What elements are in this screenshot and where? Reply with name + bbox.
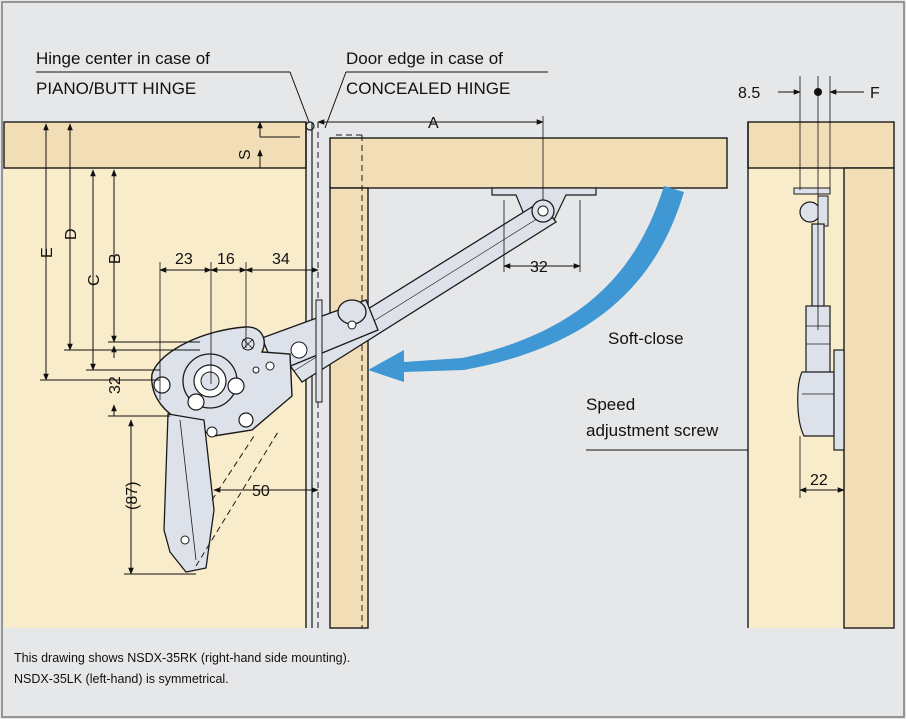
soft-close-arrow bbox=[368, 186, 684, 382]
dim-32-bracket: 32 bbox=[530, 259, 548, 276]
screw bbox=[227, 377, 245, 395]
dim-22: 22 bbox=[810, 472, 828, 489]
dim-E: E bbox=[39, 247, 56, 258]
dim-F: F bbox=[870, 85, 880, 102]
dim-D: D bbox=[63, 228, 80, 240]
dim-A: A bbox=[428, 115, 439, 132]
side-view-top-board bbox=[747, 121, 895, 169]
cabinet-top-board bbox=[3, 121, 307, 169]
dim-16: 16 bbox=[217, 251, 235, 268]
dim-87: (87) bbox=[124, 482, 141, 510]
concealed-hinge-label: CONCEALED HINGE bbox=[346, 79, 510, 98]
speed-label: Speed bbox=[586, 395, 635, 414]
hinge-type-label: PIANO/BUTT HINGE bbox=[36, 79, 196, 98]
hinge-center-label: Hinge center in case of bbox=[36, 49, 210, 68]
dim-34: 34 bbox=[272, 251, 290, 268]
side-view-speed-screw bbox=[797, 371, 835, 437]
screw bbox=[153, 376, 171, 394]
screw bbox=[187, 393, 205, 411]
side-view-hinge-axis bbox=[814, 88, 822, 96]
dim-C: C bbox=[86, 274, 103, 286]
hinge-center-marker bbox=[305, 121, 315, 131]
flap-door-horizontal bbox=[329, 137, 728, 189]
note-line-2: NSDX-35LK (left-hand) is symmetrical. bbox=[14, 672, 229, 686]
door-edge-label: Door edge in case of bbox=[346, 49, 503, 68]
dim-S: S bbox=[237, 149, 254, 160]
dim-50: 50 bbox=[252, 483, 270, 500]
screw bbox=[238, 412, 254, 428]
dim-23: 23 bbox=[175, 251, 193, 268]
dim-32-vertical: 32 bbox=[107, 376, 124, 394]
lower-lever bbox=[163, 413, 215, 573]
side-view-side-panel bbox=[843, 167, 895, 629]
dim-8-5: 8.5 bbox=[738, 85, 760, 102]
adjustment-screw-label: adjustment screw bbox=[586, 421, 719, 440]
dim-B: B bbox=[107, 253, 124, 264]
note-line-1: This drawing shows NSDX-35RK (right-hand… bbox=[14, 651, 351, 665]
soft-close-label: Soft-close bbox=[608, 329, 684, 348]
